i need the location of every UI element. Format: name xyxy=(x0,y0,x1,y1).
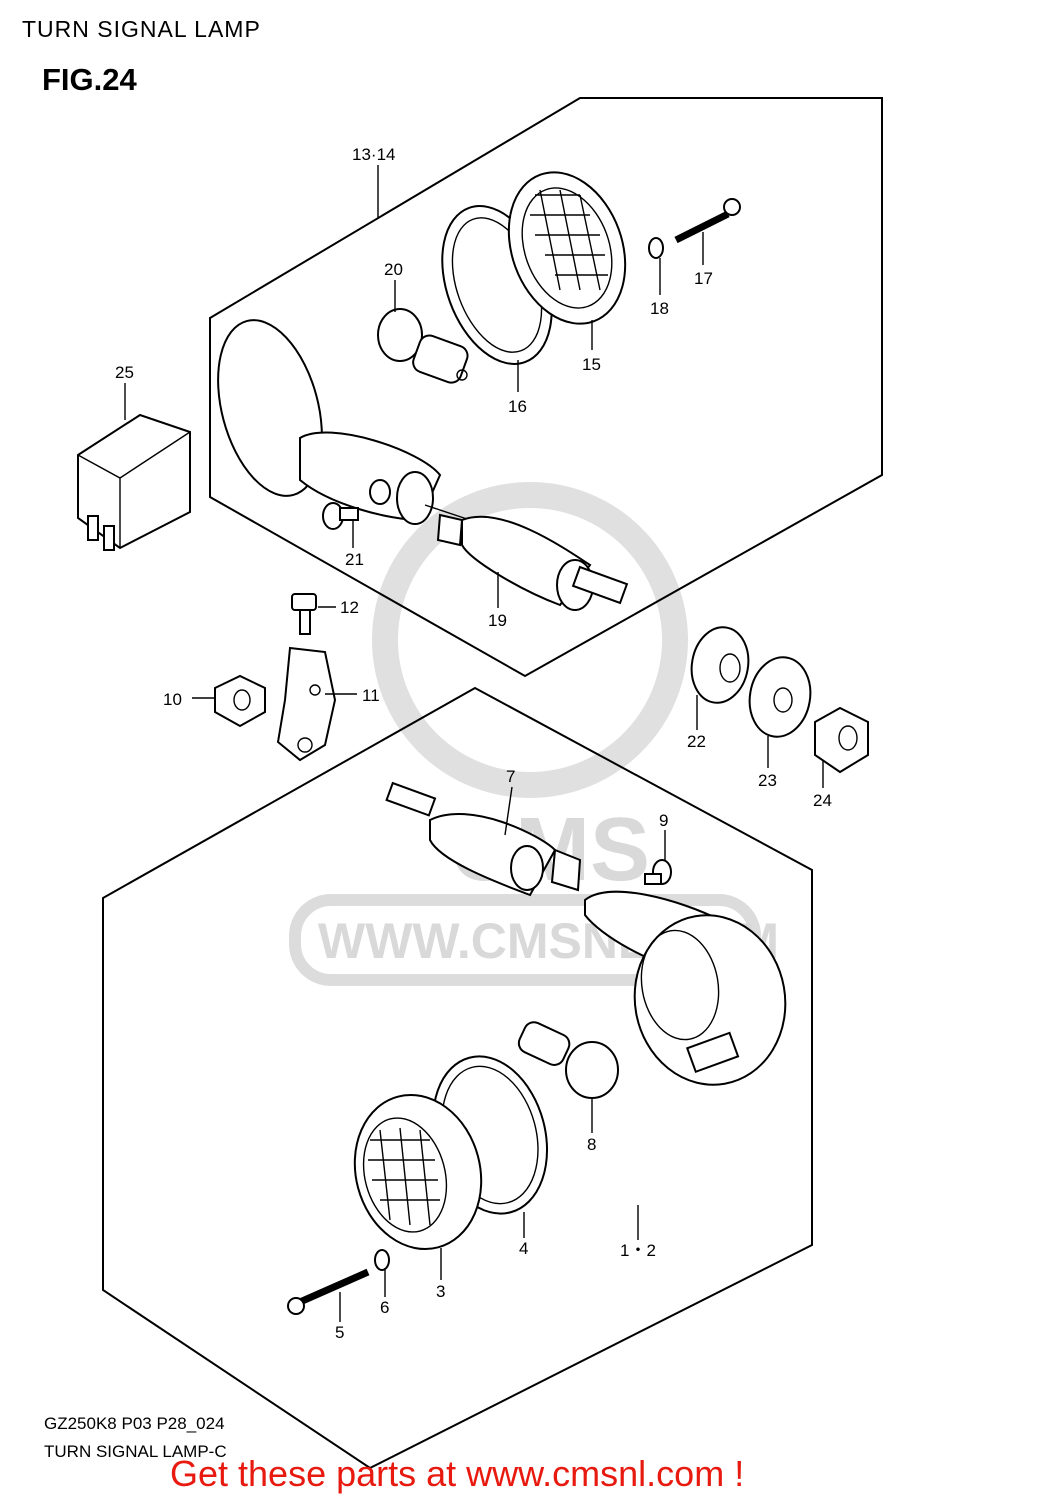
callout-5: 5 xyxy=(335,1323,344,1342)
callout-24: 24 xyxy=(813,791,832,810)
callout-22: 22 xyxy=(687,732,706,751)
screw-5 xyxy=(287,1268,370,1315)
washer-18 xyxy=(648,237,664,259)
lens-3 xyxy=(353,1093,483,1251)
callout-6: 6 xyxy=(380,1298,389,1317)
callout-13-14: 13·14 xyxy=(352,145,395,164)
callout-8: 8 xyxy=(587,1135,596,1154)
callout-7: 7 xyxy=(506,767,515,786)
callout-3: 3 xyxy=(436,1282,445,1301)
parts-link-banner[interactable]: Get these parts at www.cmsnl.com ! xyxy=(170,1453,745,1494)
lower-assembly-outline xyxy=(102,686,813,1470)
callout-9: 9 xyxy=(659,811,668,830)
callout-25: 25 xyxy=(115,363,134,382)
washer-6 xyxy=(374,1249,390,1271)
bolt-12 xyxy=(291,593,317,635)
socket-7 xyxy=(385,781,582,897)
screw-9 xyxy=(644,859,672,885)
upper-bulb-20 xyxy=(377,308,469,384)
callout-4: 4 xyxy=(519,1239,528,1258)
grommet-22 xyxy=(690,626,750,704)
upper-assembly-outline xyxy=(209,97,883,678)
upper-lamp-housing xyxy=(217,319,471,525)
callout-23: 23 xyxy=(758,771,777,790)
nut-24 xyxy=(814,706,869,774)
callout-10: 10 xyxy=(163,690,182,709)
callout-12: 12 xyxy=(340,598,359,617)
washer-23 xyxy=(748,656,812,738)
callout-21: 21 xyxy=(345,550,364,569)
callout-19: 19 xyxy=(488,611,507,630)
relay-25 xyxy=(77,413,191,551)
lower-lamp-housing xyxy=(584,890,787,1086)
callout-15: 15 xyxy=(582,355,601,374)
socket-19 xyxy=(436,513,629,611)
diagram-subtitle: TURN SIGNAL LAMP-C xyxy=(44,1442,227,1461)
upper-lens-15 xyxy=(507,171,627,325)
callout-17: 17 xyxy=(694,269,713,288)
nut-10 xyxy=(214,674,266,728)
screw-17 xyxy=(674,198,741,244)
bulb-8 xyxy=(517,1021,619,1099)
callout-18: 18 xyxy=(650,299,669,318)
page-title: TURN SIGNAL LAMP xyxy=(22,16,261,42)
bracket-11 xyxy=(276,646,337,762)
leader-lines xyxy=(124,165,824,1322)
callout-1-2: 1・2 xyxy=(620,1241,656,1260)
figure-number: FIG.24 xyxy=(42,62,137,97)
callout-20: 20 xyxy=(384,260,403,279)
callout-labels: 13·14 20 16 15 17 18 25 21 19 12 10 11 2… xyxy=(115,145,832,1342)
callout-11: 11 xyxy=(362,686,380,705)
screw-21 xyxy=(322,502,359,530)
diagram-code: GZ250K8 P03 P28_024 xyxy=(44,1414,225,1433)
callout-16: 16 xyxy=(508,397,527,416)
